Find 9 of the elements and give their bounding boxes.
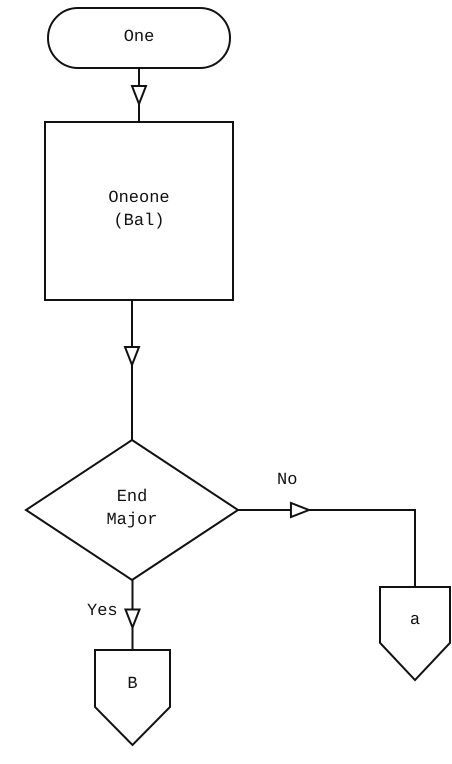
arrow (124, 580, 140, 650)
node-label: a (410, 610, 420, 632)
arrow (131, 68, 147, 122)
node-label: B (127, 674, 138, 696)
arrow (238, 502, 416, 587)
node-label: One (124, 26, 154, 49)
node-label: End Major (105, 487, 158, 532)
arrow (124, 300, 140, 440)
node-label: Oneone (Bal) (107, 188, 171, 233)
